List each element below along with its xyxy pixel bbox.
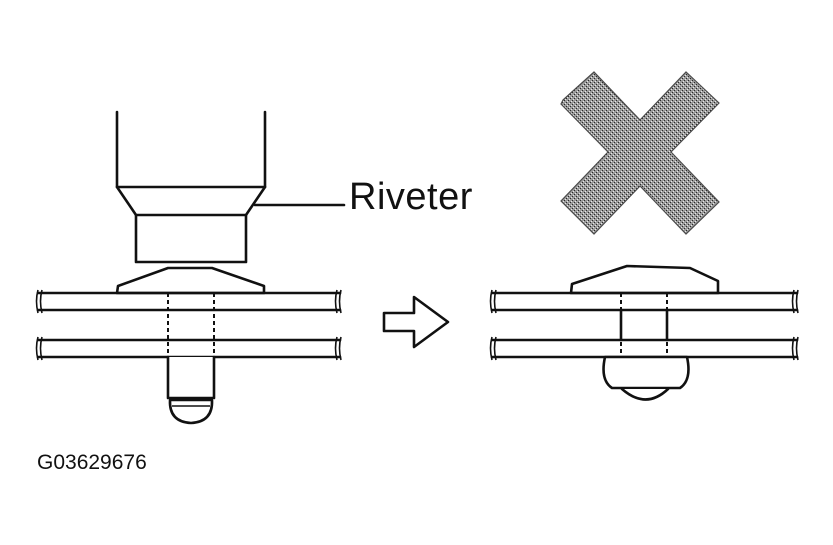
upper-plate-left [35,289,342,314]
rivet-shank-left [166,355,216,425]
left-assembly [35,110,346,425]
rivet-flange-right [569,264,720,295]
riveter-tool [115,110,267,264]
rivet-bulb-right [602,355,690,401]
right-assembly [489,71,799,401]
rivet-flange-left [115,266,266,295]
incorrect-x-icon [560,71,720,235]
lower-plate-left [35,336,342,361]
right-arrow-icon [382,295,450,349]
riveter-label: Riveter [349,176,473,218]
figure-code: G03629676 [37,451,147,474]
upper-plate-right [489,289,799,314]
